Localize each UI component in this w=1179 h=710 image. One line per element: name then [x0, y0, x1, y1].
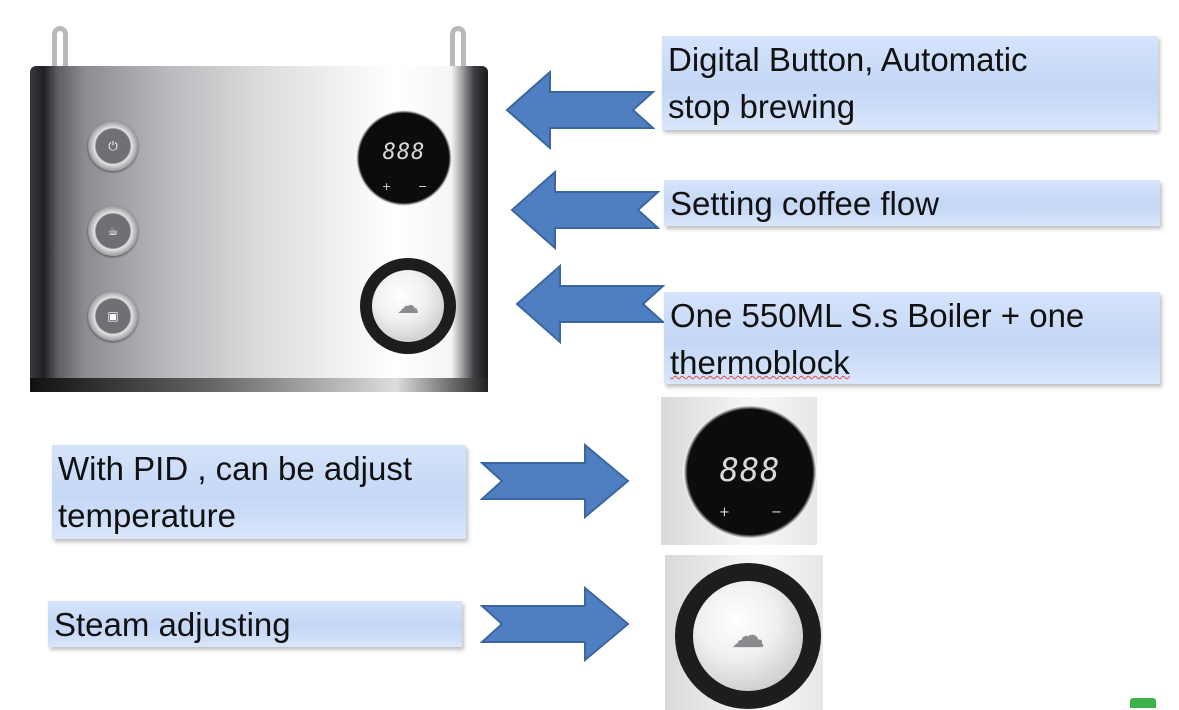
arrow-right-1 [480, 443, 630, 519]
callout-pid-line2: temperature [58, 497, 236, 534]
arrow-left-2 [510, 170, 660, 250]
large-display-minus: − [771, 505, 782, 520]
arrow-left-1 [505, 70, 655, 150]
callout-boiler-line2: thermoblock [670, 344, 850, 381]
small-display-minus: − [418, 180, 428, 193]
small-display-digits: 888 [382, 140, 426, 165]
callout-digital-button-line1: Digital Button, Automatic [668, 41, 1028, 78]
steam-button-icon: ▣ [88, 291, 138, 341]
right-handle [450, 26, 466, 74]
arrow-left-3 [515, 264, 665, 344]
display-closeup-photo: 888 + − [661, 397, 817, 545]
arrow-right-2 [480, 586, 630, 662]
callout-pid-line1: With PID , can be adjust [58, 450, 412, 487]
callout-boiler: One 550ML S.s Boiler + one thermoblock [664, 292, 1160, 384]
small-display-plus: + [382, 180, 392, 193]
knob-closeup-photo: ☁ [665, 555, 823, 710]
left-handle [52, 26, 68, 74]
panel-base [30, 378, 488, 392]
large-display-digits: 888 [719, 451, 781, 489]
large-temperature-display: 888 + − [683, 405, 817, 539]
callout-coffee-flow: Setting coffee flow [664, 180, 1160, 226]
callout-steam-line1: Steam adjusting [54, 606, 291, 643]
large-steam-cloud-icon: ☁ [731, 617, 765, 655]
large-steam-knob: ☁ [675, 563, 821, 709]
callout-pid: With PID , can be adjust temperature [52, 445, 466, 539]
callout-coffee-flow-line1: Setting coffee flow [670, 185, 940, 222]
power-button-icon: ⏻ [88, 121, 138, 171]
cup-button-icon: ☕ [88, 206, 138, 256]
callout-digital-button: Digital Button, Automatic stop brewing [662, 36, 1158, 130]
callout-steam: Steam adjusting [48, 601, 462, 647]
corner-logo-icon [1130, 698, 1156, 708]
small-steam-knob: ☁ [360, 258, 456, 354]
large-display-plus: + [719, 505, 730, 520]
steam-cloud-icon: ☁ [397, 293, 419, 318]
machine-front-panel: ⏻ ☕ ▣ 888 + − ☁ [30, 26, 488, 392]
callout-boiler-line1: One 550ML S.s Boiler + one [670, 297, 1085, 334]
callout-digital-button-line2: stop brewing [668, 88, 856, 125]
small-knob-face: ☁ [372, 270, 444, 342]
small-temperature-display: 888 + − [356, 110, 452, 206]
large-knob-face: ☁ [693, 581, 803, 691]
